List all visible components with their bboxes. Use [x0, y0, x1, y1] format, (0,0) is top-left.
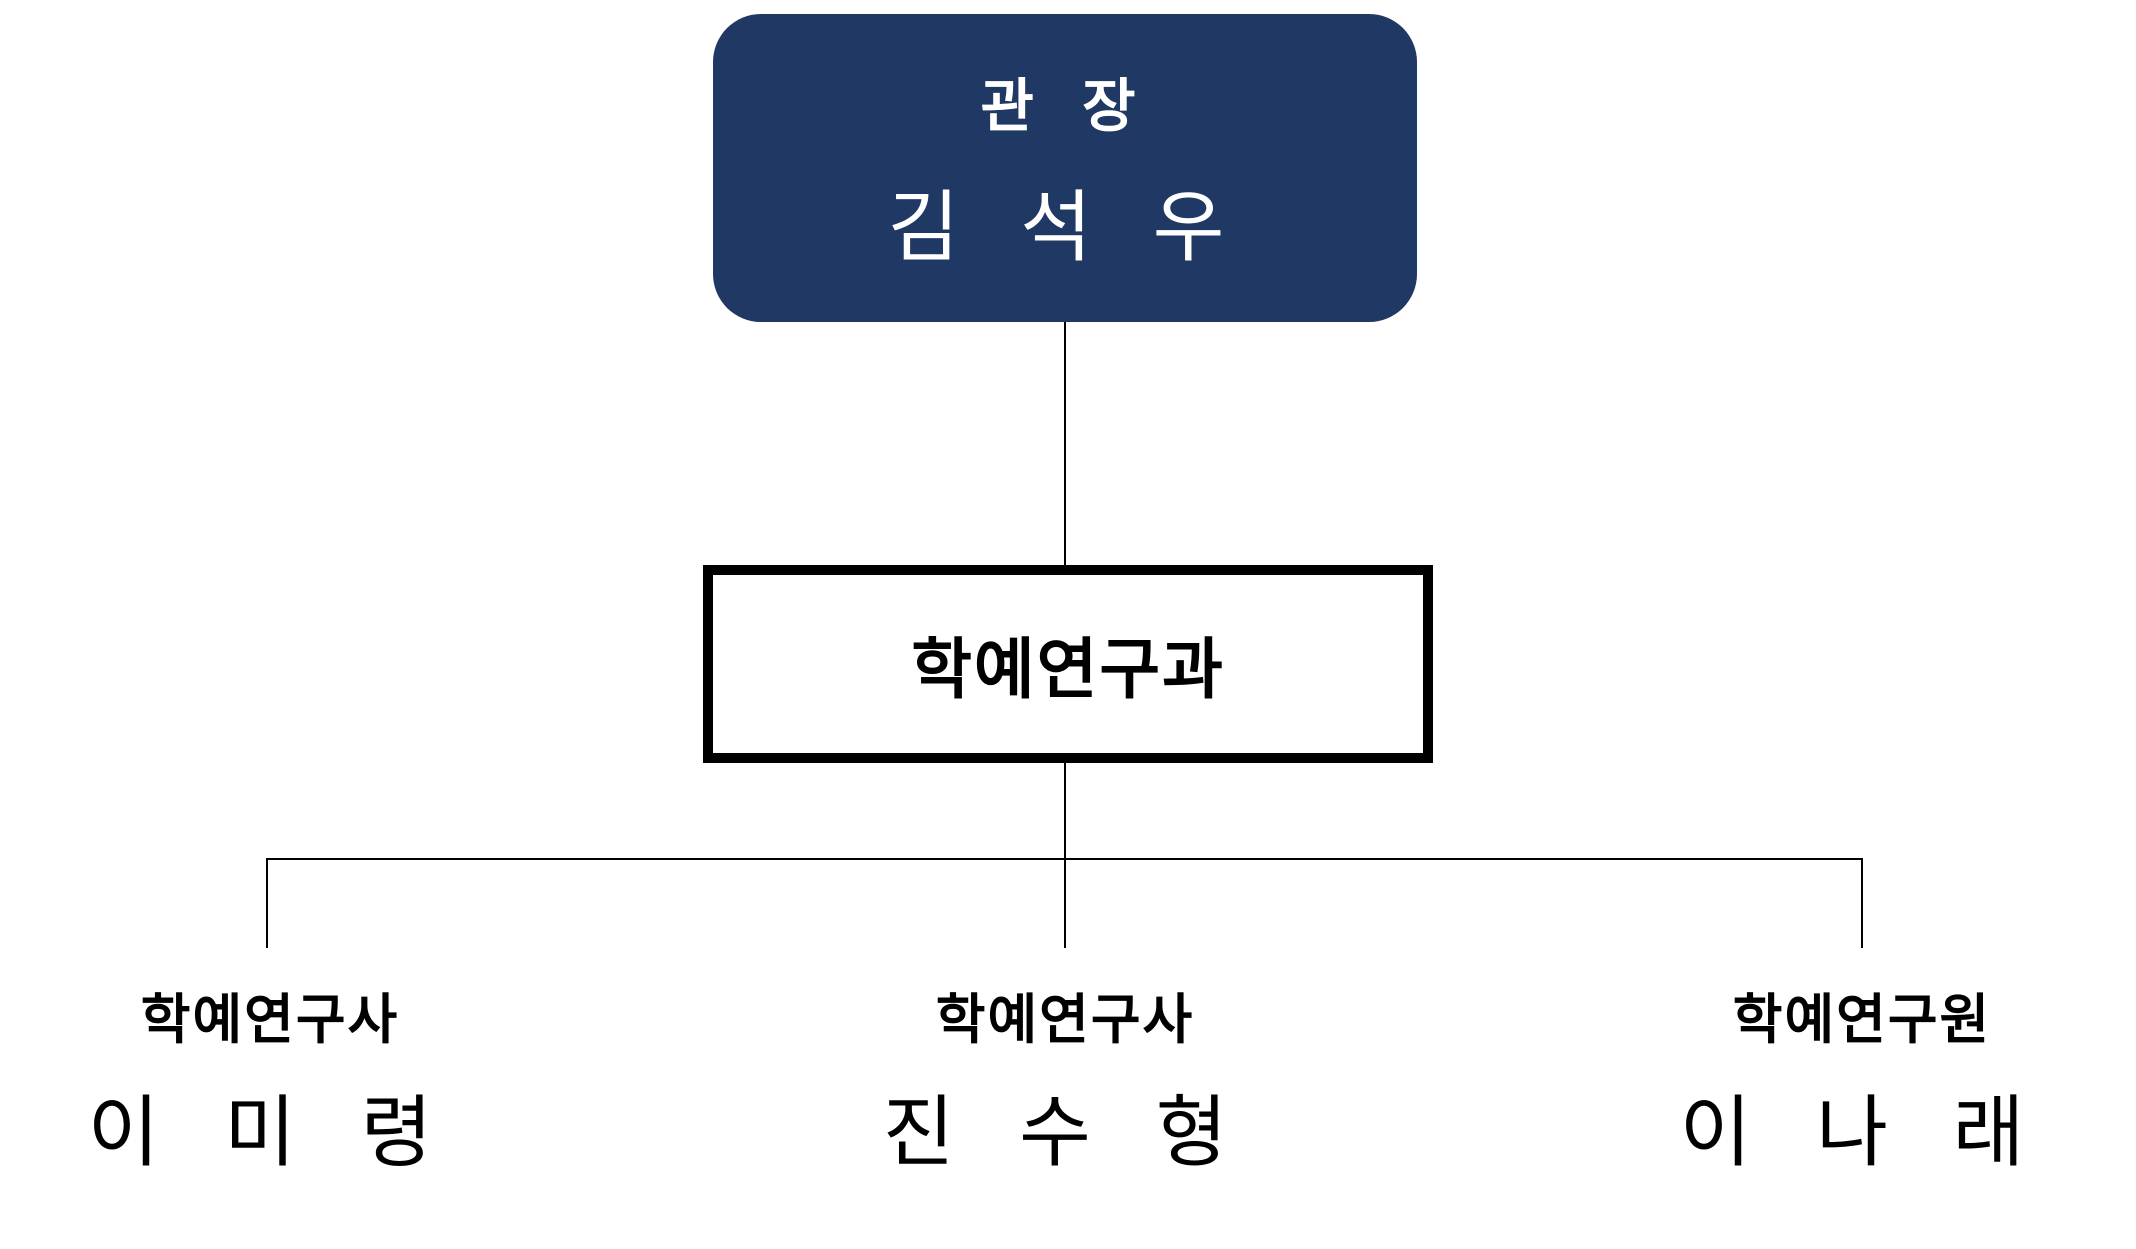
member-left-title: 학예연구사 [140, 988, 400, 1051]
connector-director-department [1064, 322, 1066, 565]
member-right: 학예연구원 이 나 래 [1602, 985, 2122, 1183]
department-label: 학예연구과 [911, 631, 1225, 708]
member-center-title: 학예연구사 [935, 988, 1195, 1051]
member-right-name: 이 나 래 [1679, 1088, 2045, 1178]
member-right-title: 학예연구원 [1732, 988, 1992, 1051]
director-name: 김 석 우 [887, 183, 1243, 273]
director-title: 관 장 [980, 72, 1150, 140]
director-box: 관 장 김 석 우 [713, 14, 1417, 322]
department-box: 학예연구과 [703, 565, 1433, 763]
connector-drop-right [1861, 858, 1863, 948]
connector-drop-left [266, 858, 268, 948]
member-center: 학예연구사 진 수 형 [805, 985, 1325, 1183]
member-left: 학예연구사 이 미 령 [10, 985, 530, 1183]
member-center-name: 진 수 형 [882, 1088, 1248, 1178]
member-left-name: 이 미 령 [87, 1088, 453, 1178]
connector-drop-center [1064, 858, 1066, 948]
connector-department-stem [1064, 763, 1066, 858]
